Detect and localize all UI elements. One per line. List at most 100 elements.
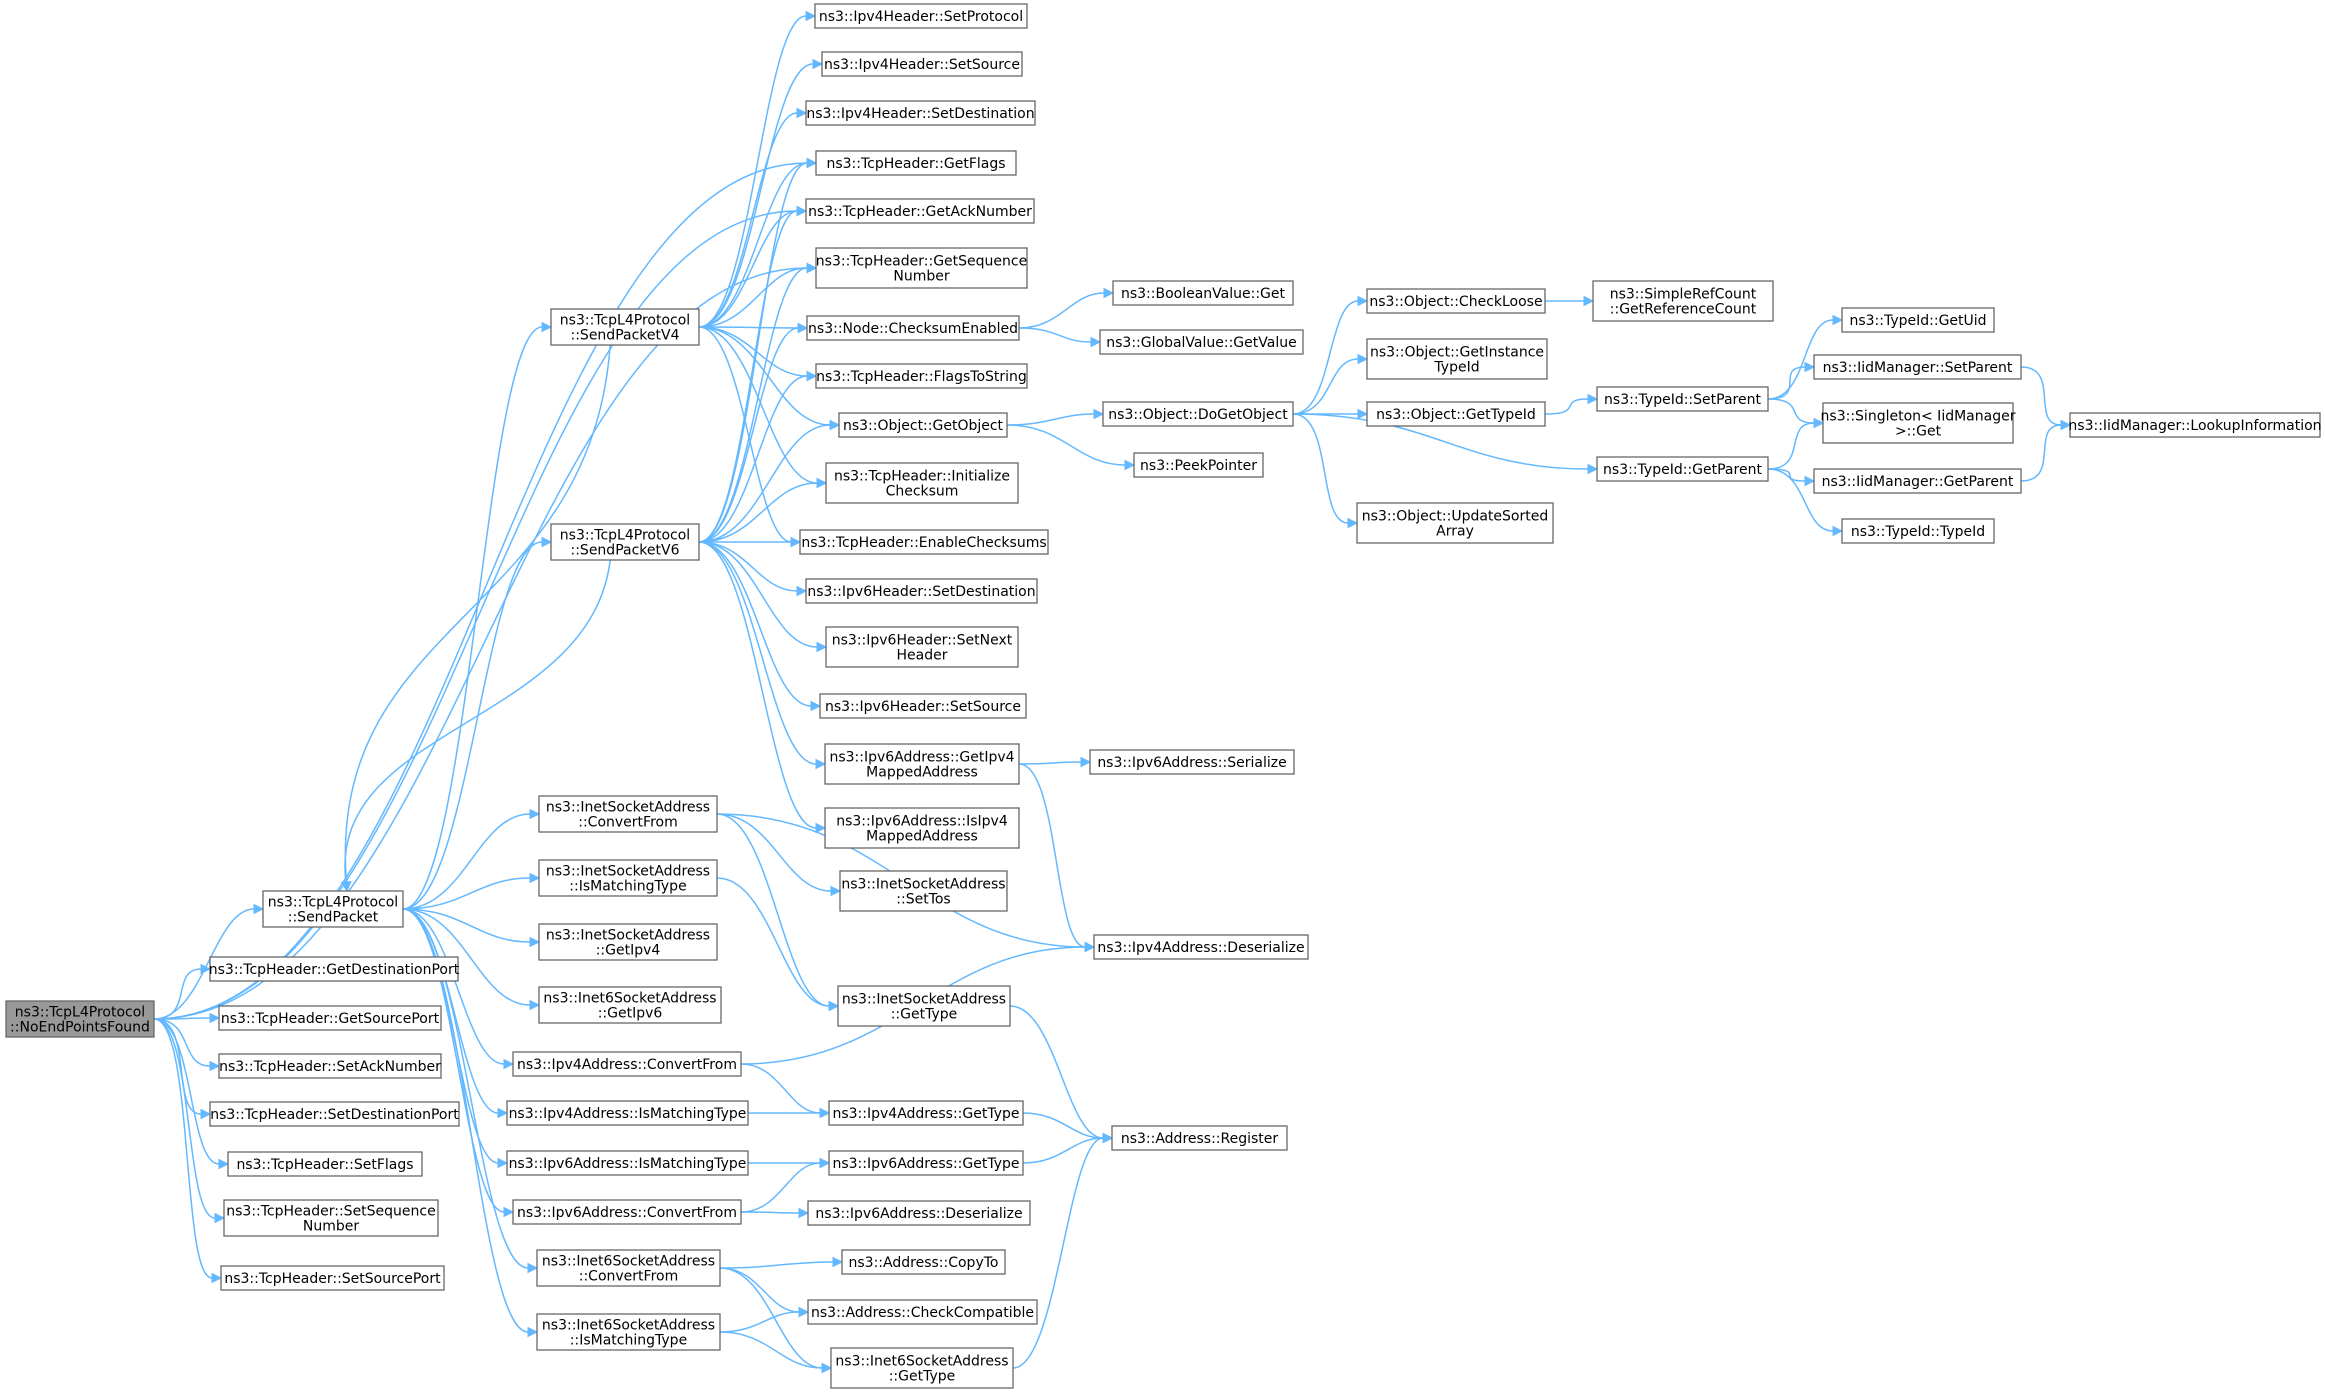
node-label: ns3::Address::CopyTo — [849, 1255, 999, 1271]
node-ipv6-hset-source[interactable]: ns3::Ipv6Header::SetSource — [819, 693, 1027, 719]
node-set-source-port[interactable]: ns3::TcpHeader::SetSourcePort — [220, 1265, 445, 1291]
node-label: ns3::Object::GetObject — [843, 418, 1004, 434]
node-box — [1366, 288, 1546, 314]
node-set-destination-port[interactable]: ns3::TcpHeader::SetDestinationPort — [209, 1101, 460, 1127]
node-lookup-information[interactable]: ns3::IidManager::LookupInformation — [2068, 412, 2322, 438]
node-ipv6-hset-destination[interactable]: ns3::Ipv6Header::SetDestination — [805, 578, 1038, 604]
node-inet-convert-from[interactable]: ns3::InetSocketAddress::ConvertFrom — [538, 795, 718, 833]
node-ipv6-serialize[interactable]: ns3::Ipv6Address::Serialize — [1089, 749, 1295, 775]
node-get-reference-count[interactable]: ns3::SimpleRefCount::GetReferenceCount — [1592, 280, 1774, 322]
node-peek-pointer[interactable]: ns3::PeekPointer — [1133, 452, 1264, 478]
edge-line — [719, 1311, 800, 1333]
node-inet-is-matching-type[interactable]: ns3::InetSocketAddress::IsMatchingType — [538, 859, 718, 897]
node-label: ::GetType — [891, 1007, 958, 1023]
edge-arrowhead — [1357, 353, 1369, 365]
node-ipv4-hset-protocol[interactable]: ns3::Ipv4Header::SetProtocol — [814, 3, 1028, 29]
node-ipv6-get-type[interactable]: ns3::Ipv6Address::GetType — [828, 1150, 1024, 1176]
node-inet6-convert-from[interactable]: ns3::Inet6SocketAddress::ConvertFrom — [536, 1249, 721, 1287]
edge-line — [402, 541, 543, 910]
node-get-flags[interactable]: ns3::TcpHeader::GetFlags — [815, 150, 1017, 176]
node-checksum-enabled[interactable]: ns3::Node::ChecksumEnabled — [806, 315, 1020, 341]
node-ipv6-convert-from[interactable]: ns3::Ipv6Address::ConvertFrom — [512, 1199, 742, 1225]
node-ipv4-hset-source[interactable]: ns3::Ipv4Header::SetSource — [821, 51, 1023, 77]
node-check-compatible[interactable]: ns3::Address::CheckCompatible — [807, 1299, 1038, 1325]
node-inet6-get-ipv6[interactable]: ns3::Inet6SocketAddress::GetIpv6 — [538, 986, 722, 1024]
node-enable-checksums[interactable]: ns3::TcpHeader::EnableChecksums — [799, 529, 1049, 555]
node-box — [512, 1051, 742, 1077]
node-box — [2069, 412, 2321, 438]
node-box — [550, 523, 700, 561]
node-get-destination-port[interactable]: ns3::TcpHeader::GetDestinationPort — [209, 956, 460, 982]
edge-line — [1767, 398, 1815, 424]
node-type-id-get-parent[interactable]: ns3::TypeId::GetParent — [1596, 456, 1769, 482]
edge-line — [1767, 422, 1815, 470]
edge-SendPacketV6-to-GetIpv4MappedAddress — [698, 541, 827, 770]
node-address-register[interactable]: ns3::Address::Register — [1111, 1125, 1288, 1151]
node-label: ns3::Node::ChecksumEnabled — [808, 321, 1018, 337]
node-inet-get-ipv4[interactable]: ns3::InetSocketAddress::GetIpv4 — [538, 923, 718, 961]
edge-arrowhead — [541, 536, 553, 548]
node-inet6-is-matching-type[interactable]: ns3::Inet6SocketAddress::IsMatchingType — [536, 1313, 721, 1351]
edge-arrowhead — [816, 477, 828, 489]
node-set-flags[interactable]: ns3::TcpHeader::SetFlags — [227, 1151, 423, 1177]
node-global-value-get-value[interactable]: ns3::GlobalValue::GetValue — [1099, 329, 1304, 355]
edge-line — [153, 1018, 216, 1219]
edge-arrowhead — [796, 205, 808, 217]
node-send-packet-v6[interactable]: ns3::TcpL4Protocol::SendPacketV6 — [550, 523, 700, 561]
edge-SendPacketV6-to-GetAckNumber — [698, 205, 808, 543]
node-send-packet[interactable]: ns3::TcpL4Protocol::SendPacket — [262, 890, 404, 928]
node-type-id-get-uid[interactable]: ns3::TypeId::GetUid — [1841, 307, 1995, 333]
node-box — [506, 1100, 749, 1126]
edge-NoEndPointsFound-to-SetAckNumber — [153, 1018, 221, 1072]
node-ipv4-deserialize[interactable]: ns3::Ipv4Address::Deserialize — [1093, 934, 1309, 960]
node-iid-get-parent[interactable]: ns3::IidManager::GetParent — [1813, 468, 2022, 494]
node-ipv6-deserialize[interactable]: ns3::Ipv6Address::Deserialize — [807, 1200, 1031, 1226]
node-ipv4-convert-from[interactable]: ns3::Ipv4Address::ConvertFrom — [512, 1051, 742, 1077]
edge-GetIpv4MappedAddress-to-Ipv6Serialize — [1018, 756, 1092, 768]
node-ipv4-hset-destination[interactable]: ns3::Ipv4Header::SetDestination — [805, 100, 1036, 126]
node-no-end-points-found[interactable]: ns3::TcpL4Protocol::NoEndPointsFound — [5, 1000, 155, 1038]
node-box — [538, 986, 722, 1024]
node-iid-set-parent[interactable]: ns3::IidManager::SetParent — [1813, 354, 2022, 380]
node-set-ack-number[interactable]: ns3::TcpHeader::SetAckNumber — [218, 1053, 442, 1079]
node-label: ns3::Ipv6Address::Deserialize — [815, 1206, 1022, 1222]
node-do-get-object[interactable]: ns3::Object::DoGetObject — [1102, 401, 1294, 427]
node-box — [819, 693, 1027, 719]
node-ipv4-is-matching-type[interactable]: ns3::Ipv4Address::IsMatchingType — [506, 1100, 749, 1126]
edge-line — [402, 813, 531, 910]
node-flags-to-string[interactable]: ns3::TcpHeader::FlagsToString — [815, 363, 1028, 389]
node-inet6-get-type[interactable]: ns3::Inet6SocketAddress::GetType — [830, 1347, 1014, 1389]
node-ipv6-is-matching-type[interactable]: ns3::Ipv6Address::IsMatchingType — [506, 1150, 749, 1176]
node-get-source-port[interactable]: ns3::TcpHeader::GetSourcePort — [218, 1005, 442, 1031]
node-label: ns3::Ipv6Header::SetDestination — [807, 584, 1035, 600]
edge-TypeIdGetParent-to-IidGetParent — [1767, 468, 1816, 487]
node-label: ns3::TcpL4Protocol — [560, 528, 690, 544]
nodes-layer: ns3::TcpL4Protocol::NoEndPointsFoundns3:… — [5, 3, 2322, 1389]
node-get-object[interactable]: ns3::Object::GetObject — [838, 412, 1008, 438]
node-type-id-set-parent[interactable]: ns3::TypeId::SetParent — [1596, 386, 1769, 412]
node-get-ack-number[interactable]: ns3::TcpHeader::GetAckNumber — [805, 198, 1035, 224]
edge-arrowhead — [1093, 408, 1105, 420]
edge-GetIpv4MappedAddress-to-Ipv4Deserialize — [1018, 763, 1096, 953]
node-send-packet-v4[interactable]: ns3::TcpL4Protocol::SendPacketV4 — [550, 308, 700, 346]
node-ipv4-get-type[interactable]: ns3::Ipv4Address::GetType — [828, 1100, 1024, 1126]
node-inet-set-tos[interactable]: ns3::InetSocketAddress::SetTos — [839, 870, 1008, 912]
edge-arrowhead — [253, 903, 265, 915]
edge-line — [2020, 366, 2062, 426]
node-inet-get-type[interactable]: ns3::InetSocketAddress::GetType — [837, 985, 1011, 1027]
node-check-loose[interactable]: ns3::Object::CheckLoose — [1366, 288, 1546, 314]
node-boolean-value-get[interactable]: ns3::BooleanValue::Get — [1112, 280, 1294, 306]
node-copy-to[interactable]: ns3::Address::CopyTo — [841, 1249, 1006, 1275]
node-singleton-get[interactable]: ns3::Singleton< IidManager >::Get — [1821, 402, 2016, 444]
node-type-id-type-id[interactable]: ns3::TypeId::TypeId — [1841, 518, 1995, 544]
edge-line — [698, 162, 808, 328]
node-object-get-type-id[interactable]: ns3::Object::GetTypeId — [1366, 401, 1546, 427]
